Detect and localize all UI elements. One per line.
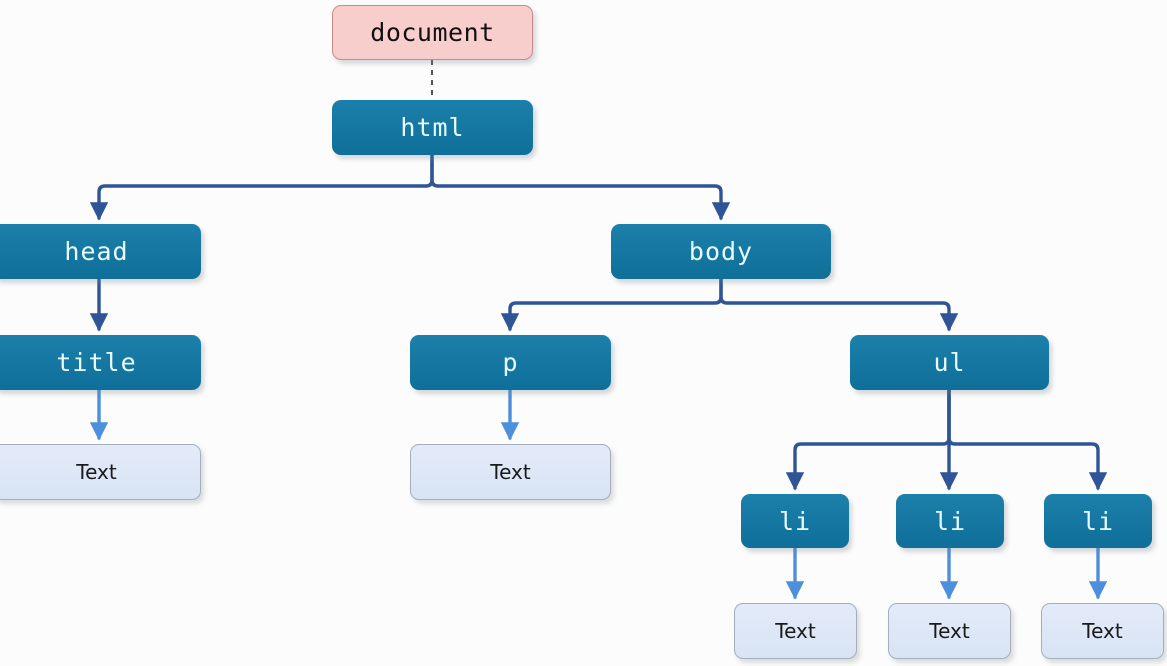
- node-head-label: head: [64, 237, 129, 266]
- node-text-p-label: Text: [490, 460, 531, 484]
- edge-html-body: [430, 153, 731, 221]
- node-text-li-2-label: Text: [929, 619, 970, 643]
- node-title[interactable]: title: [0, 335, 201, 390]
- node-text-head-label: Text: [76, 460, 117, 484]
- node-head[interactable]: head: [0, 224, 201, 279]
- node-p-label: p: [502, 348, 519, 377]
- edge-body-p: [500, 277, 723, 332]
- edge-body-ul: [719, 277, 959, 332]
- node-document-label: document: [370, 18, 495, 47]
- node-text-li-3[interactable]: Text: [1041, 603, 1164, 659]
- node-document[interactable]: document: [332, 5, 533, 60]
- node-li-1[interactable]: li: [741, 494, 849, 548]
- node-title-label: title: [56, 348, 137, 377]
- node-li-3[interactable]: li: [1044, 494, 1152, 548]
- node-body[interactable]: body: [611, 224, 831, 279]
- node-text-li-2[interactable]: Text: [888, 603, 1011, 659]
- node-text-head[interactable]: Text: [0, 444, 201, 500]
- node-ul-label: ul: [933, 348, 966, 377]
- node-li-1-label: li: [778, 506, 812, 536]
- node-text-p[interactable]: Text: [410, 444, 611, 500]
- node-ul[interactable]: ul: [850, 335, 1049, 390]
- node-text-li-3-label: Text: [1082, 619, 1123, 643]
- node-p[interactable]: p: [410, 335, 611, 390]
- node-html[interactable]: html: [332, 100, 533, 155]
- node-text-li-1[interactable]: Text: [734, 603, 857, 659]
- node-body-label: body: [688, 237, 754, 266]
- node-li-3-label: li: [1081, 506, 1115, 536]
- node-text-li-1-label: Text: [775, 619, 816, 643]
- node-li-2-label: li: [933, 506, 967, 536]
- node-html-label: html: [400, 113, 465, 142]
- edge-ul-li-3: [947, 388, 1108, 491]
- node-li-2[interactable]: li: [896, 494, 1004, 548]
- edge-html-head: [89, 153, 434, 221]
- edge-ul-li-1: [785, 388, 951, 491]
